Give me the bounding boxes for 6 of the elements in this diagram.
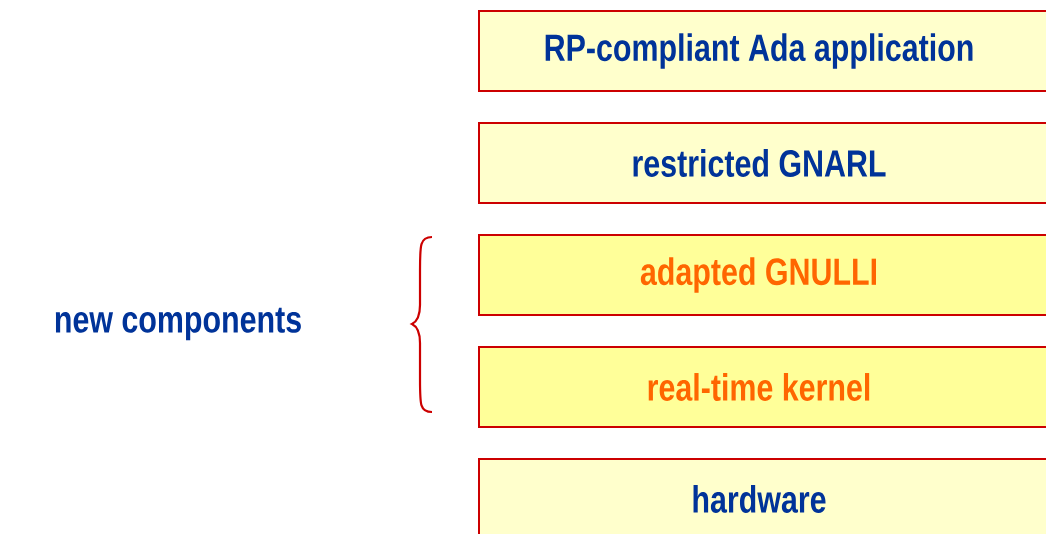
group-label: new components bbox=[55, 307, 301, 341]
layer-box: real-time kernel bbox=[478, 346, 1046, 428]
layer-box: restricted GNARL bbox=[478, 122, 1046, 204]
layer-box: hardware bbox=[478, 458, 1046, 534]
layer-box: RP-compliant Ada application bbox=[478, 10, 1046, 92]
layer-box: adapted GNULLI bbox=[478, 234, 1046, 316]
